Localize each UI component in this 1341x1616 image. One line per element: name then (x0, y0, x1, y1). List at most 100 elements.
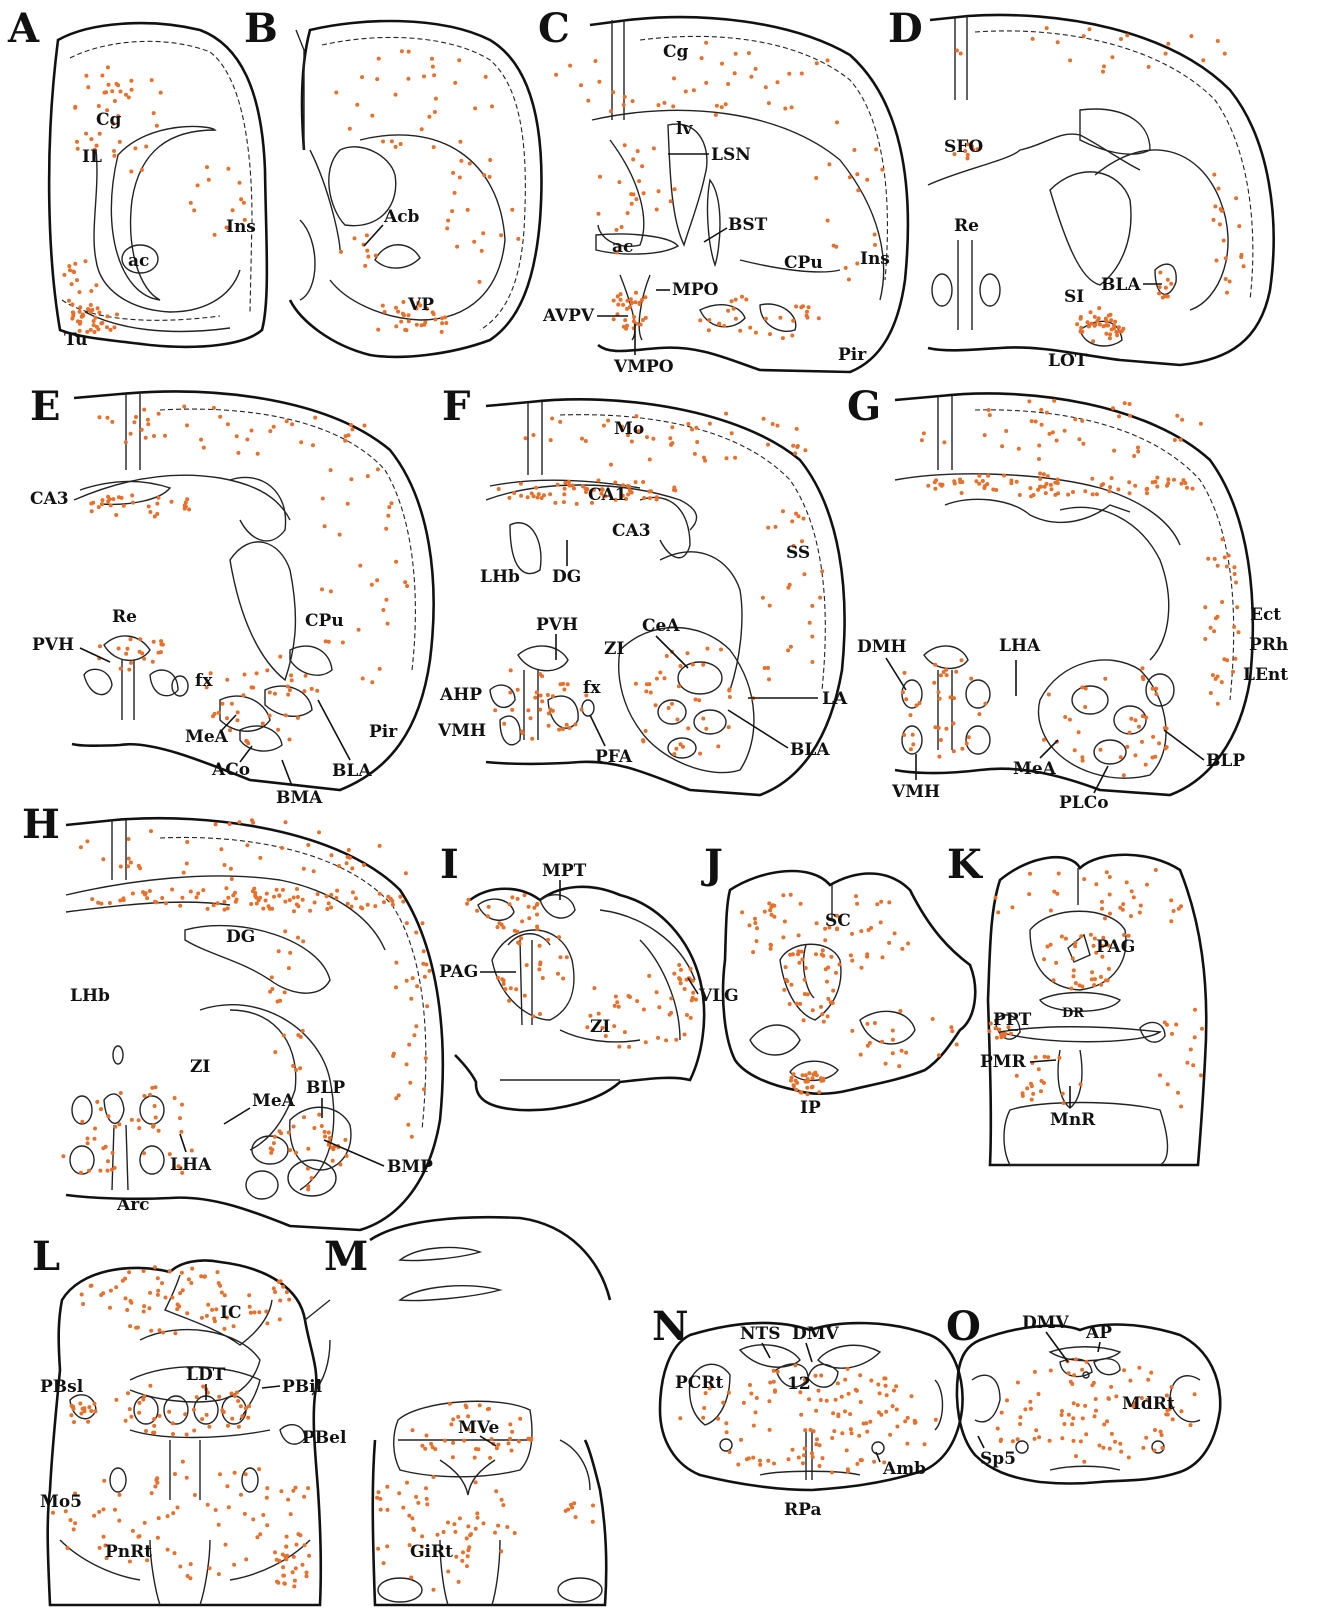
labeled-cell-dot (1037, 1435, 1041, 1439)
labeled-cell-dot (565, 955, 569, 959)
labeled-cell-dot (781, 935, 785, 939)
labeled-cell-dot (811, 1076, 815, 1080)
labeled-cell-dot (623, 1030, 627, 1034)
dots-b (334, 49, 520, 334)
labeled-cell-dot (672, 972, 676, 976)
labeled-cell-dot (1093, 324, 1097, 328)
labeled-cell-dot (423, 1447, 427, 1451)
labeled-cell-dot (415, 984, 419, 988)
labeled-cell-dot (937, 726, 941, 730)
labeled-cell-dot (286, 685, 290, 689)
labeled-cell-dot (1209, 691, 1213, 695)
labeled-cell-dot (845, 1448, 849, 1452)
labeled-cell-dot (879, 900, 883, 904)
labeled-cell-dot (609, 109, 613, 113)
labeled-cell-dot (771, 422, 775, 426)
labeled-cell-dot (109, 328, 113, 332)
labeled-cell-dot (112, 325, 116, 329)
labeled-cell-dot (292, 1584, 296, 1588)
labeled-cell-dot (692, 88, 696, 92)
labeled-cell-dot (766, 666, 770, 670)
labeled-cell-dot (559, 955, 563, 959)
labeled-cell-dot (1083, 1404, 1087, 1408)
labeled-cell-dot (78, 290, 82, 294)
labeled-cell-dot (572, 1501, 576, 1505)
panel-e: E CA3 Re PVH fx CPu Pir MeA ACo BLA BMA (30, 383, 434, 808)
labeled-cell-dot (256, 452, 260, 456)
labeled-cell-dot (1172, 478, 1176, 482)
labeled-cell-dot (397, 1093, 401, 1097)
labeled-cell-dot (183, 504, 187, 508)
labeled-cell-dot (1045, 482, 1049, 486)
label-n-dmv: DMV (792, 1324, 840, 1344)
labeled-cell-dot (814, 1374, 818, 1378)
labeled-cell-dot (155, 502, 159, 506)
labeled-cell-dot (78, 322, 82, 326)
labeled-cell-dot (207, 178, 211, 182)
label-c-lsn: LSN (711, 145, 751, 165)
labeled-cell-dot (189, 1281, 193, 1285)
labeled-cell-dot (138, 1534, 142, 1538)
labeled-cell-dot (564, 1509, 568, 1513)
labeled-cell-dot (1224, 277, 1228, 281)
label-i-vlg: VLG (698, 986, 739, 1006)
labeled-cell-dot (207, 1425, 211, 1429)
labeled-cell-dot (142, 1310, 146, 1314)
labeled-cell-dot (301, 939, 305, 943)
labeled-cell-dot (307, 1554, 311, 1558)
labeled-cell-dot (974, 479, 978, 483)
label-c-pir: Pir (838, 345, 867, 365)
labeled-cell-dot (422, 1087, 426, 1091)
labeled-cell-dot (728, 1450, 732, 1454)
labeled-cell-dot (370, 680, 374, 684)
labeled-cell-dot (86, 1420, 90, 1424)
labeled-cell-dot (1002, 474, 1006, 478)
labeled-cell-dot (1108, 912, 1112, 916)
labeled-cell-dot (810, 604, 814, 608)
labeled-cell-dot (868, 1420, 872, 1424)
labeled-cell-dot (1153, 1428, 1157, 1432)
labeled-cell-dot (906, 942, 910, 946)
labeled-cell-dot (1004, 429, 1008, 433)
labeled-cell-dot (693, 452, 697, 456)
label-h-lha: LHA (170, 1155, 212, 1175)
labeled-cell-dot (797, 1456, 801, 1460)
label-c-mpo: MPO (672, 280, 719, 300)
labeled-cell-dot (1105, 1419, 1109, 1423)
labeled-cell-dot (876, 1383, 880, 1387)
labeled-cell-dot (670, 702, 674, 706)
labeled-cell-dot (803, 978, 807, 982)
labeled-cell-dot (740, 295, 744, 299)
labeled-cell-dot (351, 427, 355, 431)
labeled-cell-dot (436, 1533, 440, 1537)
labeled-cell-dot (778, 316, 782, 320)
labeled-cell-dot (442, 1530, 446, 1534)
labeled-cell-dot (873, 243, 877, 247)
labeled-cell-dot (383, 310, 387, 314)
labeled-cell-dot (860, 966, 864, 970)
labeled-cell-dot (1056, 40, 1060, 44)
labeled-cell-dot (378, 667, 382, 671)
labeled-cell-dot (155, 900, 159, 904)
labeled-cell-dot (124, 440, 128, 444)
labeled-cell-dot (163, 434, 167, 438)
labeled-cell-dot (922, 431, 926, 435)
labeled-cell-dot (416, 1501, 420, 1505)
labeled-cell-dot (213, 712, 217, 716)
label-l-pbsl: PBsl (40, 1377, 84, 1397)
panel-letter-b: B (244, 5, 278, 52)
labeled-cell-dot (126, 647, 130, 651)
labeled-cell-dot (1063, 429, 1067, 433)
label-j-ip: IP (800, 1098, 821, 1118)
labeled-cell-dot (405, 584, 409, 588)
labeled-cell-dot (325, 894, 329, 898)
labeled-cell-dot (127, 837, 131, 841)
labeled-cell-dot (119, 90, 123, 94)
labeled-cell-dot (1097, 306, 1101, 310)
labeled-cell-dot (127, 1270, 131, 1274)
labeled-cell-dot (229, 867, 233, 871)
labeled-cell-dot (93, 1127, 97, 1131)
labeled-cell-dot (1009, 1032, 1013, 1036)
labeled-cell-dot (512, 491, 516, 495)
labeled-cell-dot (281, 1553, 285, 1557)
